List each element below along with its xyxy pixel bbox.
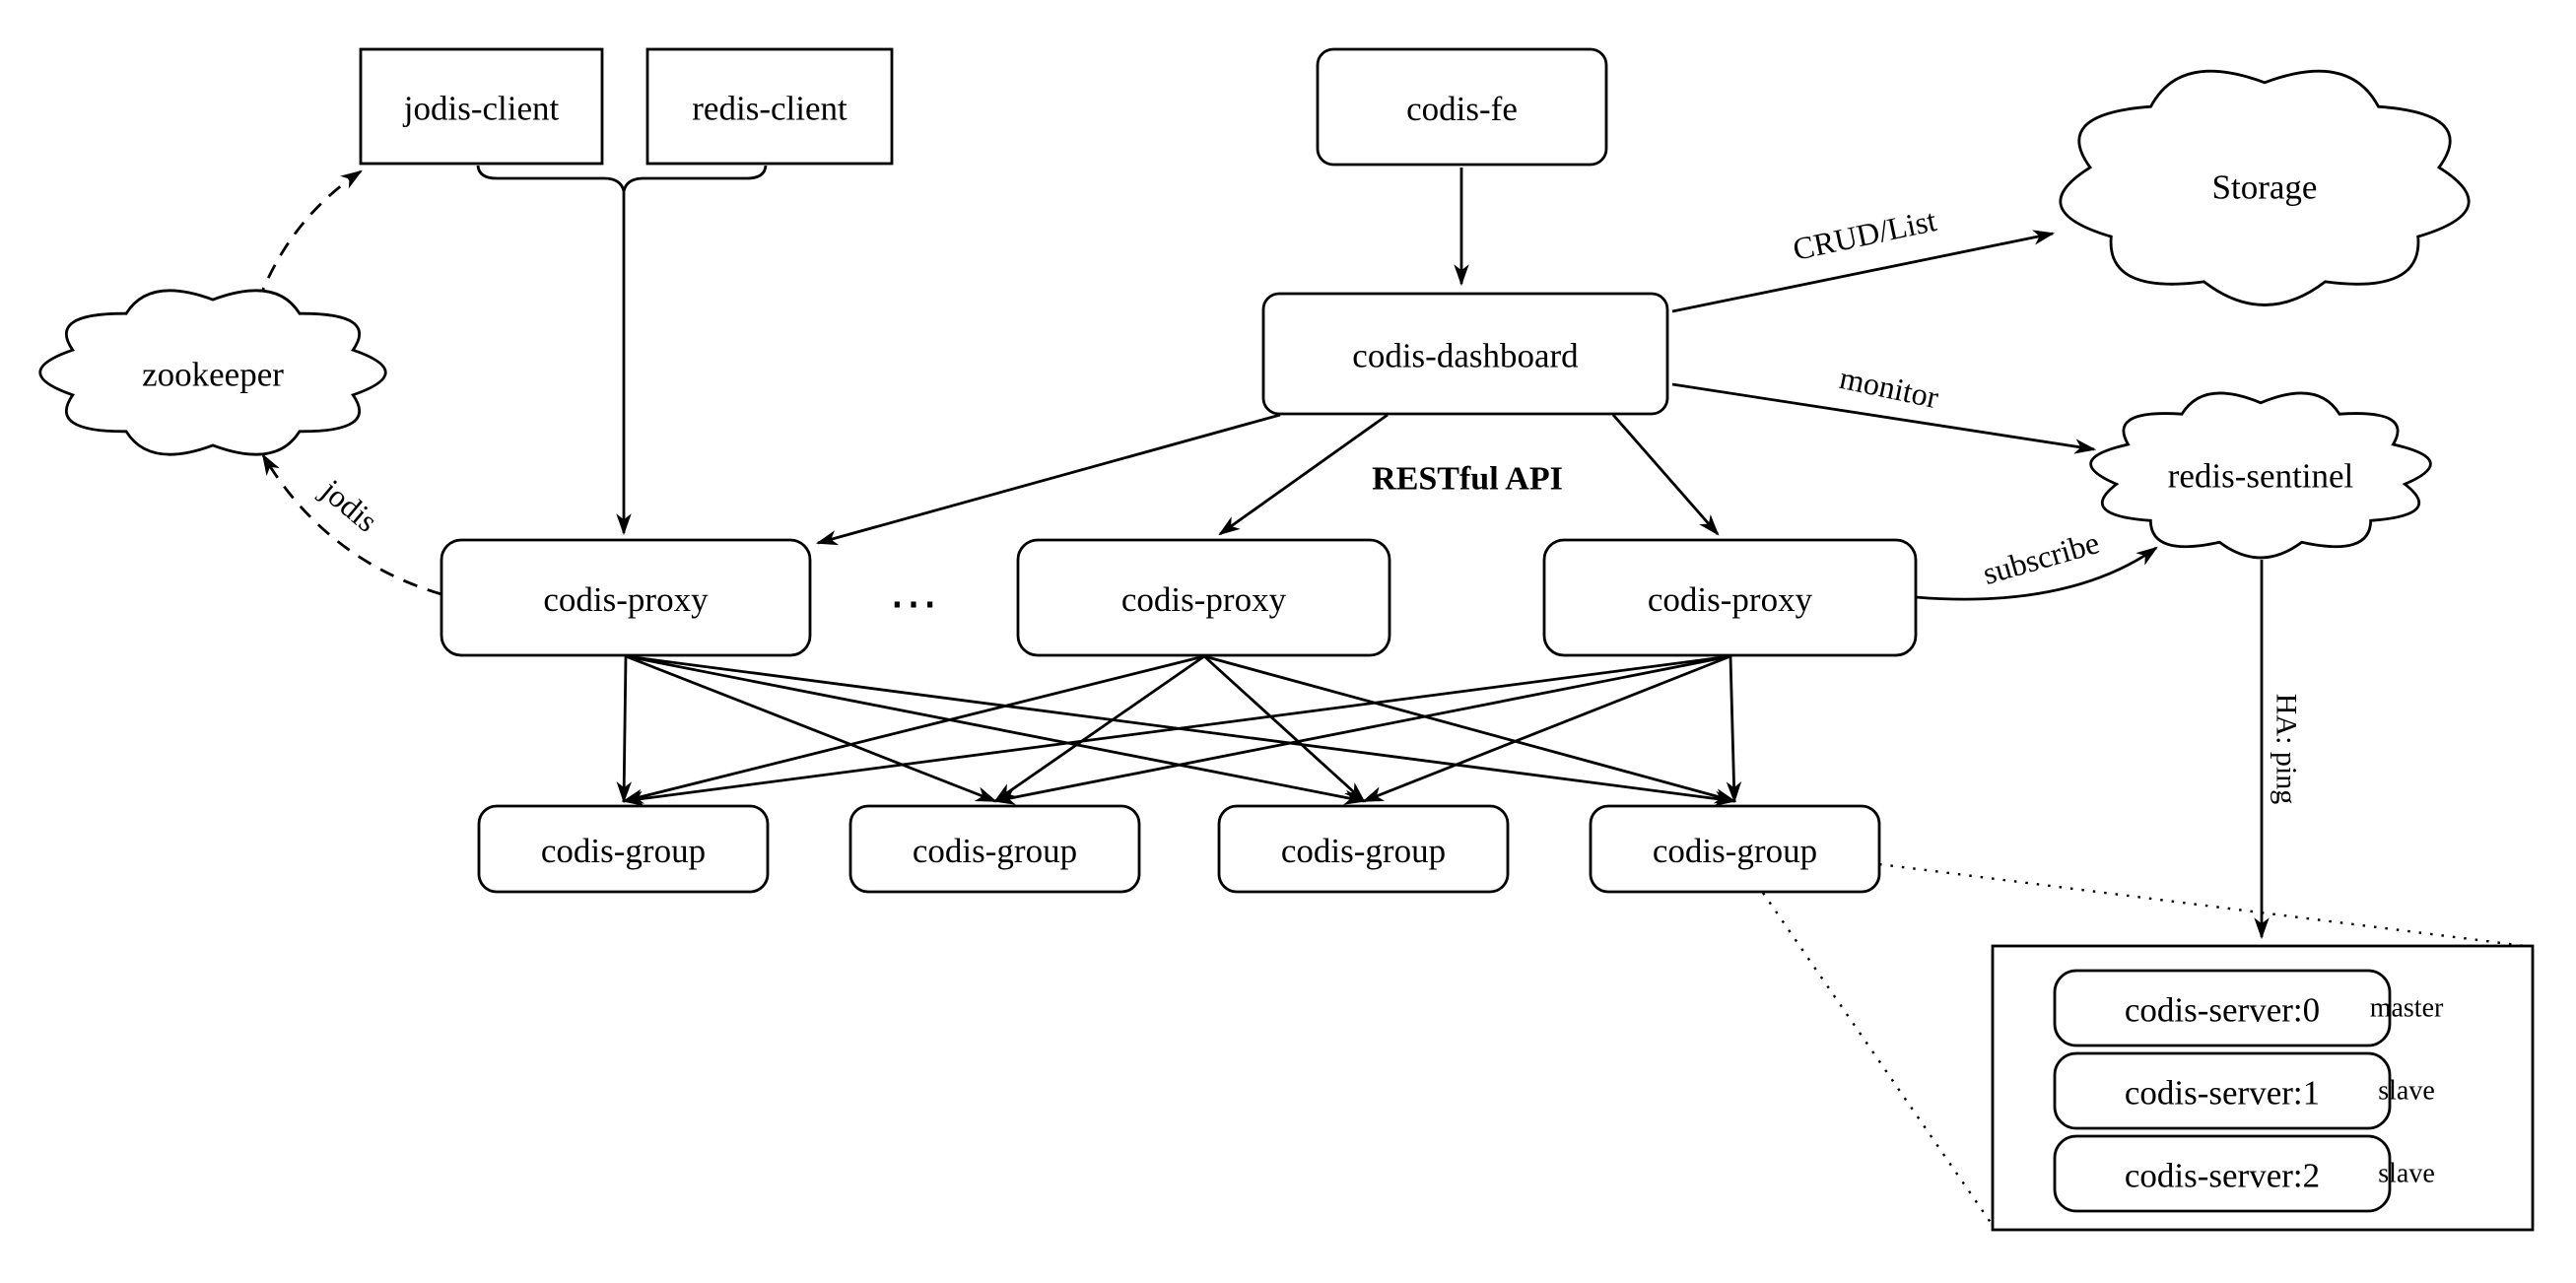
node-codis-fe: codis-fe [1316,47,1608,167]
codis-group-1-label: codis-group [541,832,706,870]
node-codis-server-2: codis-server:2 [2053,1134,2392,1213]
codis-server-0-box [2053,969,2392,1047]
node-codis-server-0: codis-server:0 [2053,969,2392,1047]
edge-proxy-1-to-group-3 [625,654,1367,805]
edge-proxy-1-to-zookeeper [261,453,442,596]
codis-group-4-label: codis-group [1653,832,1817,870]
label-jodis: jodis [314,472,385,539]
edge-dashboard-to-proxy-2 [1218,413,1389,536]
label-subscribe: subscribe [1979,524,2103,591]
jodis-client-label: jodis-client [402,90,560,128]
codis-dashboard-label: codis-dashboard [1352,337,1579,375]
edge-clients-brace [476,165,768,192]
edge-group-4-to-panel-bottom [1762,892,1995,1228]
codis-group-3-box [1217,804,1510,894]
edge-zookeeper-to-jodis-client [256,169,363,303]
codis-proxy-3-box [1542,538,1918,657]
edge-proxy-3-to-group-3 [1361,654,1731,803]
codis-server-1-label: codis-server:1 [2125,1074,2320,1113]
node-zookeeper: zookeeper [38,289,387,456]
label-ha-ping: HA: ping [2271,694,2303,805]
codis-group-4-box [1589,804,1881,894]
zookeeper-label: zookeeper [142,356,284,394]
codis-proxy-1-box [440,538,812,657]
redis-client-box [645,47,894,166]
zookeeper-cloud-shape [38,289,387,456]
jodis-client-box [359,47,604,166]
node-codis-proxy-1: codis-proxy [440,538,812,657]
redis-client-label: redis-client [692,90,847,128]
codis-proxy-1-label: codis-proxy [543,580,709,619]
redis-sentinel-cloud-shape [2089,391,2432,560]
codis-proxy-3-label: codis-proxy [1648,580,1813,619]
edge-group-4-to-panel-top [1878,862,2534,949]
codis-dashboard-box [1261,292,1669,416]
nodes-layer: jodis-client redis-client codis-fe codis-da… [38,47,2535,1232]
edge-proxy-3-to-group-4 [1726,655,1742,804]
label-master-label: master [2370,993,2444,1024]
codis-server-1-box [2053,1051,2392,1130]
codis-group-2-box [848,804,1141,894]
label-restful-api: RESTful API [1372,461,1563,498]
codis-server-2-label: codis-server:2 [2125,1157,2320,1195]
codis-group-3-label: codis-group [1281,832,1446,870]
label-slave-label-1: slave [2378,1076,2435,1107]
label-slave-label-2: slave [2378,1159,2435,1189]
codis-group-2-label: codis-group [913,832,1077,870]
edge-dashboard-to-proxy-1 [815,413,1281,546]
storage-label: Storage [2212,169,2318,207]
node-codis-server-1: codis-server:1 [2053,1051,2392,1130]
node-storage: Storage [2059,69,2471,306]
node-codis-group-1: codis-group [477,804,770,894]
node-codis-dashboard: codis-dashboard [1261,292,1669,416]
node-codis-group-4: codis-group [1589,804,1881,894]
storage-cloud-shape [2059,69,2471,306]
codis-fe-label: codis-fe [1406,90,1518,128]
edge-proxy-3-to-sentinel [1915,546,2158,601]
edge-proxy-2-to-group-3 [1203,654,1366,803]
node-codis-proxy-2: codis-proxy [1016,538,1391,657]
codis-server-0-label: codis-server:0 [2125,991,2320,1030]
codis-group-1-box [477,804,770,894]
edge-proxy-1-to-group-2 [625,654,998,803]
codis-proxy-2-box [1016,538,1391,657]
edges-layer [256,165,2534,1228]
label-proxy-ellipsis: ⋯ [889,575,938,631]
edge-dashboard-to-storage [1671,230,2056,313]
edge-proxy-2-to-group-2 [993,654,1205,803]
edge-dashboard-to-sentinel [1671,382,2097,454]
edge-proxy-1-to-group-1 [616,655,632,804]
node-codis-proxy-3: codis-proxy [1542,538,1918,657]
label-monitor: monitor [1837,360,1942,415]
edge-dashboard-to-proxy-3 [1611,414,1720,536]
redis-sentinel-label: redis-sentinel [2168,457,2354,496]
codis-proxy-2-label: codis-proxy [1121,580,1287,619]
edge-proxy-2-to-group-4 [1203,654,1737,804]
codis-fe-box [1316,47,1608,167]
node-redis-sentinel: redis-sentinel [2089,391,2432,560]
node-codis-group-2: codis-group [848,804,1141,894]
edge-proxy-3-to-group-2 [992,654,1731,805]
codis-server-2-box [2053,1134,2392,1213]
label-crud-list: CRUD/List [1790,202,1939,267]
node-codis-group-3: codis-group [1217,804,1510,894]
node-redis-client: redis-client [645,47,894,166]
edge-proxy-2-to-group-1 [621,654,1205,804]
edge-proxy-3-to-group-1 [621,654,1731,807]
node-jodis-client: jodis-client [359,47,604,166]
